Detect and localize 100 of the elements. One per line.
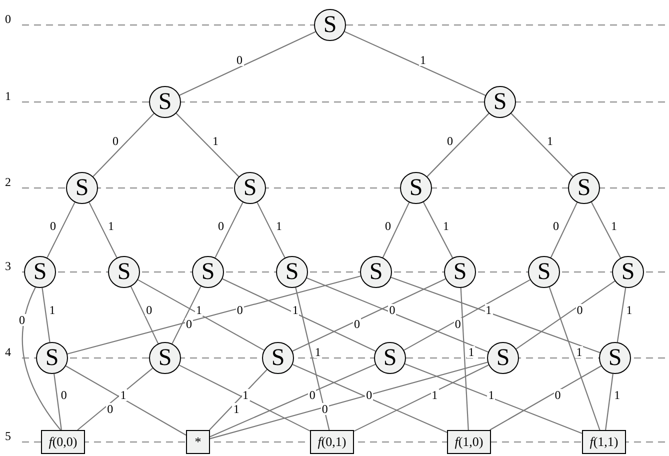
connector-line	[172, 286, 202, 344]
edge-label: 0	[236, 54, 244, 66]
connector-line	[295, 287, 330, 430]
edge-label: 0	[352, 318, 361, 330]
connector-line	[460, 288, 469, 430]
edge-label: 0	[576, 304, 584, 316]
edge-label: 1	[212, 135, 220, 147]
connector-line	[426, 113, 490, 177]
edge-label: 0	[454, 318, 462, 330]
state-node: S	[612, 256, 644, 288]
edge-label: 1	[613, 389, 622, 401]
state-node: S	[234, 172, 266, 204]
edge-label: 0	[308, 389, 316, 401]
connector-line	[176, 113, 240, 177]
edge-label: 0	[106, 403, 114, 415]
edge-label: 0	[217, 220, 225, 232]
connector-line	[46, 202, 76, 258]
state-node: S	[314, 9, 346, 41]
output-box: f(0,1)	[310, 430, 354, 454]
connector-line	[292, 278, 446, 352]
edge-label: 1	[610, 220, 618, 232]
edge-label: 0	[384, 220, 392, 232]
edge-label: 1	[467, 346, 476, 358]
edge-label: 1	[546, 135, 554, 147]
level-number: 5	[5, 430, 11, 442]
connector-line	[138, 279, 264, 351]
edge-label: 0	[320, 403, 329, 415]
connector-line	[605, 374, 614, 430]
edge-label: 0	[60, 389, 68, 401]
output-box: f(1,1)	[582, 430, 626, 454]
connector-line	[292, 364, 448, 433]
level-number: 2	[5, 176, 11, 188]
connector-line	[67, 276, 361, 354]
connector-line	[179, 364, 310, 432]
connector-line	[510, 113, 574, 177]
edge-label: 1	[487, 389, 496, 401]
state-node: S	[66, 172, 98, 204]
edge-label: 1	[119, 389, 128, 401]
output-box: *	[186, 430, 210, 454]
connector-line	[516, 280, 616, 350]
edge-label: 1	[625, 304, 634, 316]
state-node: S	[487, 342, 519, 374]
connector-line	[344, 31, 486, 96]
state-node: S	[262, 342, 294, 374]
state-node: S	[192, 256, 224, 288]
edge-label: 1	[314, 346, 322, 358]
connector-line	[209, 369, 268, 430]
connector-line	[22, 287, 62, 430]
connector-line	[404, 363, 582, 434]
output-box: f(0,0)	[41, 430, 85, 454]
state-node: S	[528, 256, 560, 288]
connector-line	[404, 279, 530, 351]
state-node: S	[400, 172, 432, 204]
level-number: 3	[5, 260, 11, 272]
edge-label: 0	[236, 304, 244, 316]
connector-line	[214, 202, 244, 258]
connector-line	[256, 202, 286, 258]
state-node: S	[108, 256, 140, 288]
connector-line	[354, 364, 489, 432]
connector-line	[130, 286, 159, 344]
connector-line	[490, 366, 602, 430]
connector-line	[548, 286, 600, 430]
edge-label: 1	[291, 304, 300, 316]
edge-label: 1	[419, 54, 427, 66]
state-node: S	[599, 342, 631, 374]
connector-line	[390, 276, 600, 354]
level-number: 1	[5, 90, 11, 102]
edge-label: 0	[18, 314, 26, 326]
output-box: f(1,0)	[447, 430, 491, 454]
edge-label: 0	[145, 304, 154, 316]
edge-label: 0	[112, 135, 120, 147]
state-node: S	[374, 342, 406, 374]
connector-line	[210, 362, 488, 440]
edge-label: 0	[554, 389, 562, 401]
connector-line	[382, 202, 410, 258]
connector-line	[422, 202, 454, 258]
edge-label: 0	[185, 318, 193, 330]
edge-label: 1	[195, 304, 204, 316]
connector-line	[306, 278, 488, 352]
connector-line	[42, 288, 50, 342]
edge-label: 1	[275, 220, 283, 232]
edge-label: 1	[575, 346, 584, 358]
connector-line	[54, 374, 62, 430]
edge-label: 1	[232, 403, 240, 415]
state-node: S	[149, 342, 181, 374]
connector-line	[88, 202, 118, 258]
state-node: S	[36, 342, 68, 374]
connector-line	[590, 202, 622, 258]
level-number: 0	[5, 13, 11, 25]
edge-label: 0	[49, 220, 57, 232]
edge-label: 1	[48, 304, 56, 316]
connector-line	[550, 202, 578, 258]
edge-label: 0	[552, 220, 560, 232]
connector-line	[66, 366, 186, 436]
state-node: S	[360, 256, 392, 288]
state-node: S	[444, 256, 476, 288]
edge-label: 0	[365, 389, 374, 401]
connector-line	[222, 278, 376, 352]
connector-line	[92, 113, 154, 177]
edge-label: 0	[446, 135, 454, 147]
